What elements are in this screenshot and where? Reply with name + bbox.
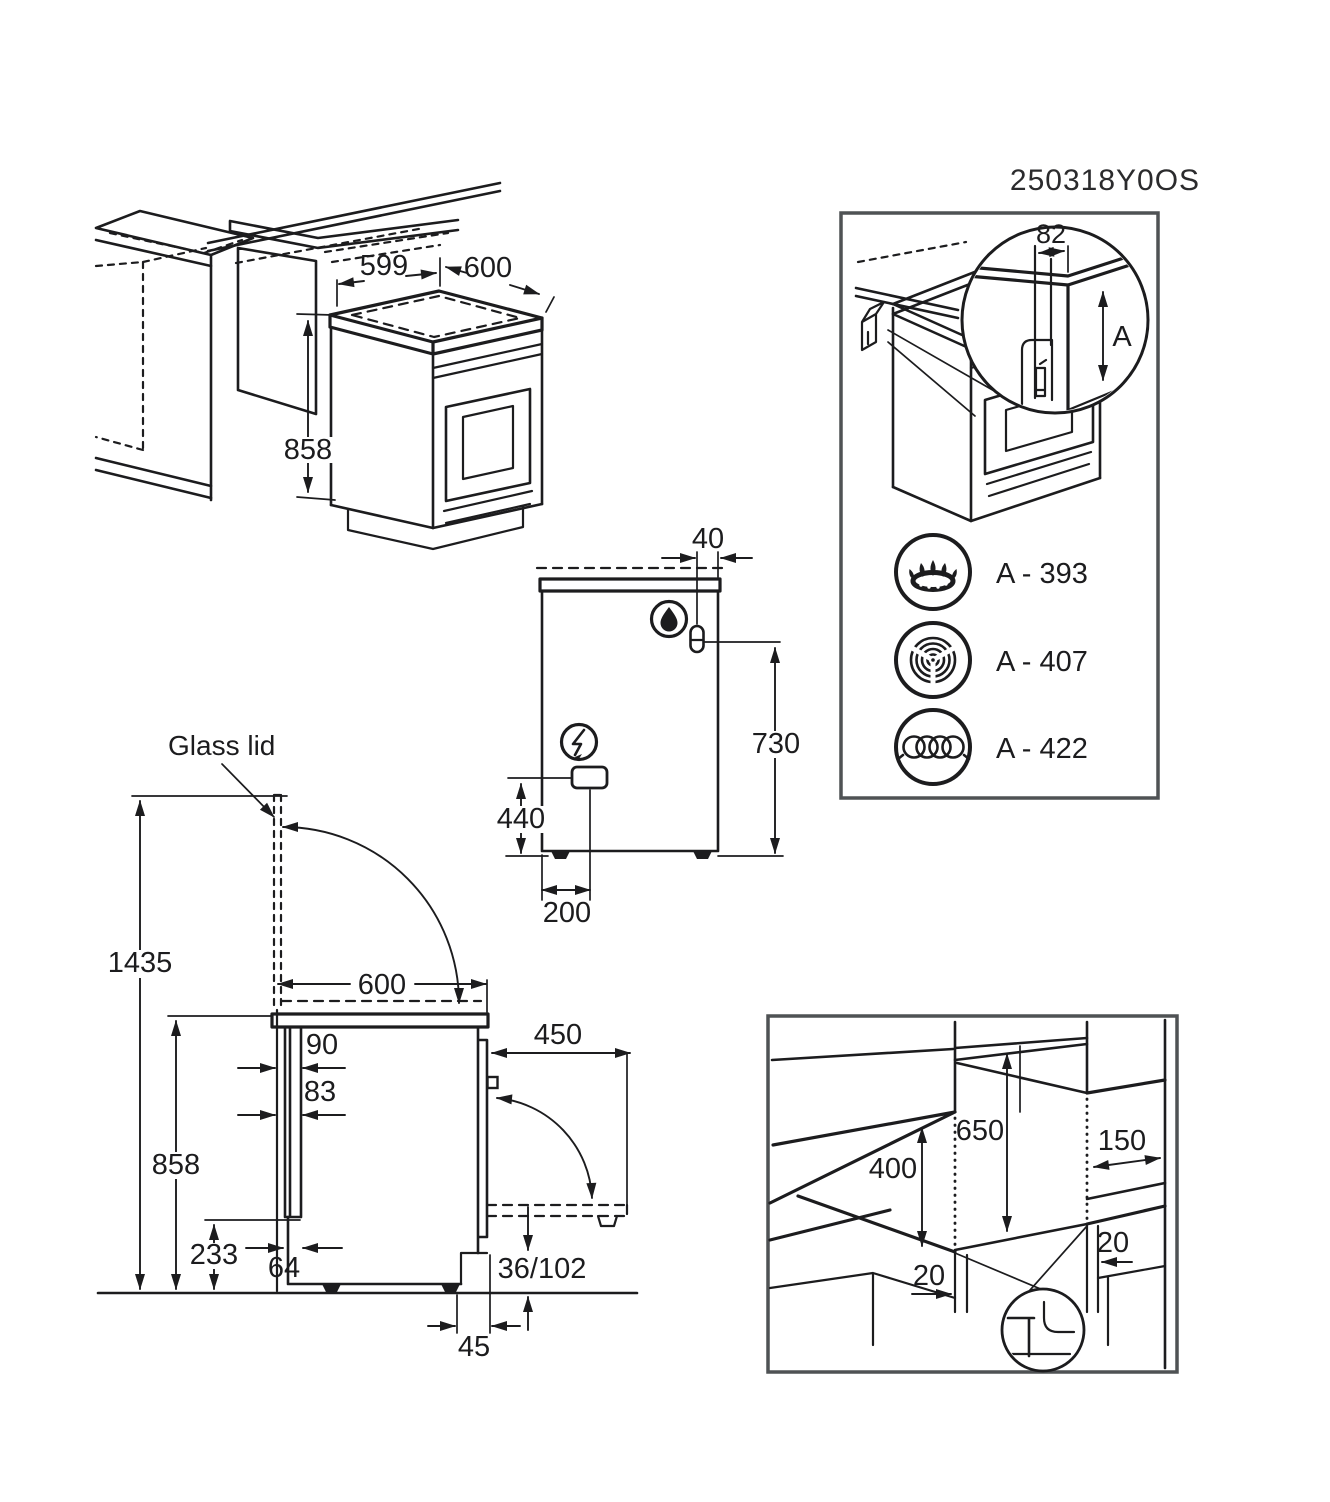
- door-swing: 450: [485, 1019, 631, 1228]
- door-handle: [486, 1075, 499, 1090]
- dim-door-open-depth: 450: [534, 1019, 582, 1051]
- hob-type-coil-label: A - 422: [996, 733, 1088, 765]
- left-cabinet: [94, 209, 255, 502]
- dim-1435: 1435: [104, 795, 288, 1290]
- oven-door: [444, 387, 532, 503]
- hob-type-gas-label: A - 393: [996, 558, 1088, 590]
- clearance-dims: 400 650 150 20 20: [869, 1053, 1161, 1299]
- hob-type-gas: A - 393: [894, 533, 1088, 611]
- electric-connection: [559, 722, 609, 790]
- oven-window: [461, 404, 515, 481]
- dim-height: 858: [284, 434, 332, 466]
- base-cabinets: [768, 1222, 1167, 1347]
- zoom-circle-content: [966, 244, 1132, 411]
- dim-gas-offset: 40: [692, 523, 724, 555]
- rear-dim-40: 40: [661, 523, 753, 625]
- dim-hood-clearance: 650: [956, 1115, 1004, 1147]
- hob-type-radiant: A - 407: [894, 621, 1088, 699]
- side-section-view: Glass lid 1435 858 233: [96, 730, 639, 1363]
- dim-outlet-height: 440: [497, 803, 545, 835]
- upper-cabinets: [768, 1020, 1167, 1205]
- cooker-isometric: [328, 289, 544, 551]
- panel-border: [839, 211, 1160, 800]
- glass-lid-label: Glass lid: [168, 730, 275, 761]
- gas-burner-glyph: [909, 560, 957, 592]
- dim-bracket-slot: 82: [1036, 219, 1066, 249]
- dim-hob-width: 599: [360, 250, 408, 282]
- back-cabinet: [228, 218, 460, 416]
- dim-rear-gap-lower: 64: [268, 1252, 300, 1284]
- glass-lid-open: [272, 793, 483, 1010]
- gas-burner-icon: [894, 533, 972, 611]
- dim-rear-lower-height: 233: [190, 1239, 238, 1271]
- electric-bolt-icon: [559, 722, 599, 762]
- panel-border-2: [766, 1014, 1179, 1374]
- gas-connection: [649, 599, 705, 654]
- dim-rear-gap-mid: 83: [304, 1076, 336, 1108]
- radiant-hob-icon: [894, 621, 972, 699]
- dim-foot-adjust-value: 36/102: [498, 1253, 587, 1285]
- edge-profile-glyph: [1006, 1300, 1076, 1358]
- coil-hob-icon: [894, 708, 972, 786]
- dim-open-lid-height: 1435: [108, 947, 173, 979]
- product-code: 250318Y0OS: [1010, 164, 1200, 197]
- dim-rear-gap-top: 90: [306, 1029, 338, 1061]
- dim-side-gap-left: 20: [913, 1260, 945, 1292]
- dim-outlet-offset: 200: [543, 897, 591, 929]
- dim-rear-gaps: 90 83 64: [237, 1029, 346, 1284]
- dim-cabinet-clearance: 400: [869, 1153, 917, 1185]
- fit-dimensions: 599 600 858: [283, 250, 555, 501]
- dim-depth: 600: [464, 252, 512, 284]
- dim-600-depth: 600: [277, 969, 488, 1013]
- dim-depth-side: 600: [358, 969, 406, 1001]
- dim-gas-height: 730: [752, 728, 800, 760]
- dim-foot-adjust: 36/102: [498, 1206, 587, 1331]
- rear-dim-200: 200: [541, 789, 591, 929]
- anti-tilt-bracket-icon: [860, 300, 886, 352]
- radiant-glyph: [909, 636, 957, 684]
- dim-233: 233: [188, 1219, 301, 1290]
- storage-drawer: [442, 489, 534, 525]
- coil-glyph: [896, 735, 971, 761]
- edge-detail-circle: [1000, 1287, 1086, 1373]
- cooker-section: [270, 1012, 499, 1292]
- clearance-panel: 400 650 150 20 20: [766, 1014, 1179, 1374]
- gas-flame-icon: [649, 599, 689, 639]
- rear-connection-view: 40 730 440 200: [496, 523, 801, 929]
- dim-foot-offset: 45: [427, 1254, 521, 1363]
- worktop: [768, 1181, 1167, 1254]
- hob-type-coil: A - 422: [894, 708, 1088, 786]
- dim-side-shelf-depth: 150: [1098, 1125, 1146, 1157]
- dim-ref-a: A: [1112, 321, 1132, 353]
- zoom-circle: [960, 225, 1150, 415]
- outlet-box: [570, 765, 609, 790]
- rear-dim-730: 730: [703, 641, 801, 857]
- edge-detail: [954, 1225, 1088, 1373]
- dim-side-gap-right: 20: [1097, 1227, 1129, 1259]
- dim-worktop-height: 858: [152, 1149, 200, 1181]
- hob-type-radiant-label: A - 407: [996, 646, 1088, 678]
- dim-foot-offset-value: 45: [458, 1331, 490, 1363]
- bracket-detail-panel: 82 A A - 393: [839, 211, 1160, 800]
- rear-dim-440: 440: [496, 777, 573, 857]
- fit-view: 599 600 858: [94, 181, 555, 551]
- dim-858-side: 858: [148, 1015, 273, 1290]
